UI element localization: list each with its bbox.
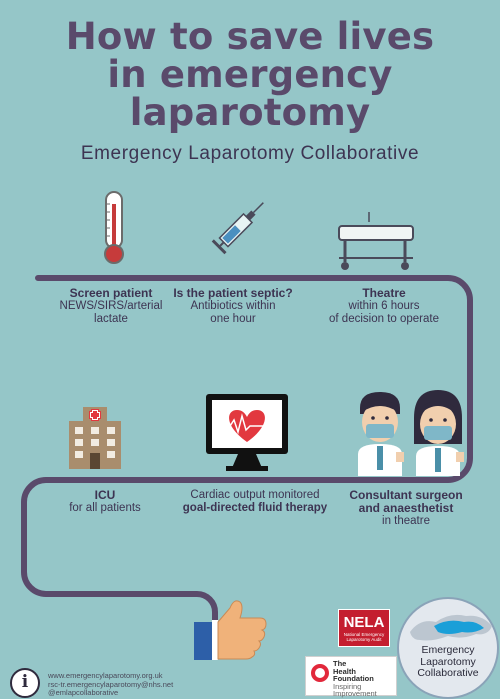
step-detail: within 6 hours bbox=[348, 300, 420, 312]
step-detail: lactate bbox=[94, 313, 128, 325]
step-screen-patient: Screen patient NEWS/SIRS/arterial lactat… bbox=[55, 287, 167, 326]
step-detail: for all patients bbox=[69, 502, 141, 514]
step-title: Screen patient bbox=[69, 286, 153, 300]
doctors-icon bbox=[358, 390, 464, 476]
collaborative-map-logo bbox=[397, 597, 499, 699]
thermometer-icon bbox=[104, 191, 124, 264]
step-consultant: Consultant surgeon and anaesthetist in t… bbox=[342, 489, 470, 528]
step-cardiac-output: Cardiac output monitored goal-directed f… bbox=[170, 489, 340, 515]
hf-line: Health bbox=[333, 666, 356, 676]
nela-tagline: Laparotomy Audit bbox=[346, 637, 382, 642]
elc-line: Emergency bbox=[421, 644, 475, 656]
hf-line: The bbox=[333, 659, 347, 668]
poster-subtitle: Emergency Laparotomy Collaborative bbox=[80, 143, 420, 164]
step-detail: one hour bbox=[210, 313, 256, 325]
hf-tagline: Improvement bbox=[333, 689, 377, 698]
title-line-3: laparotomy bbox=[129, 91, 371, 134]
step-title: and anaesthetist bbox=[358, 501, 454, 515]
operating-table-icon bbox=[338, 212, 414, 270]
step-title: Is the patient septic? bbox=[173, 286, 293, 300]
step-detail: Antibiotics within bbox=[190, 300, 276, 312]
step-title: goal-directed fluid therapy bbox=[182, 502, 328, 514]
contact-info: www.emergencylaparotomy.org.uk rsc-tr.em… bbox=[48, 671, 174, 698]
title-line-2: in emergency bbox=[107, 53, 393, 96]
heart-monitor-icon bbox=[206, 394, 288, 471]
elc-line: Laparotomy bbox=[420, 655, 476, 668]
step-title: Consultant surgeon bbox=[349, 488, 463, 502]
title-line-1: How to save lives bbox=[65, 15, 435, 58]
nela-tagline: National Emergency bbox=[343, 632, 385, 637]
email-link[interactable]: rsc-tr.emergencylaparotomy@nhs.net bbox=[48, 679, 174, 689]
health-foundation-ring-icon bbox=[311, 664, 329, 682]
step-septic: Is the patient septic? Antibiotics withi… bbox=[168, 287, 298, 326]
nela-logo: NELA National Emergency Laparotomy Audit bbox=[338, 609, 390, 647]
syringe-icon bbox=[211, 202, 264, 255]
step-icu: ICU for all patients bbox=[60, 489, 150, 515]
health-foundation-logo: The Health Foundation Inspiring Improvem… bbox=[305, 656, 397, 698]
info-icon: i bbox=[10, 668, 40, 698]
step-detail: in theatre bbox=[382, 515, 430, 527]
collaborative-logo-text: Emergency Laparotomy Collaborative bbox=[398, 644, 498, 680]
step-title: ICU bbox=[94, 488, 116, 502]
website-link[interactable]: www.emergencylaparotomy.org.uk bbox=[48, 671, 163, 680]
elc-line: Collaborative bbox=[417, 667, 479, 679]
hospital-icon bbox=[69, 407, 121, 469]
step-detail: of decision to operate bbox=[329, 313, 439, 325]
step-detail: NEWS/SIRS/arterial bbox=[59, 300, 163, 312]
hf-line: Foundation bbox=[333, 674, 374, 683]
poster-title: How to save lives in emergency laparotom… bbox=[0, 18, 500, 132]
step-detail: Cardiac output monitored bbox=[190, 489, 320, 501]
hf-tagline: Inspiring bbox=[333, 681, 362, 691]
social-handle: @emlapcollaborative bbox=[48, 688, 119, 697]
step-theatre: Theatre within 6 hours of decision to op… bbox=[314, 287, 454, 326]
health-foundation-text: The Health Foundation Inspiring Improvem… bbox=[333, 660, 377, 698]
thumbs-up-icon bbox=[194, 600, 267, 660]
step-title: Theatre bbox=[362, 286, 406, 300]
nela-name: NELA bbox=[343, 614, 385, 631]
